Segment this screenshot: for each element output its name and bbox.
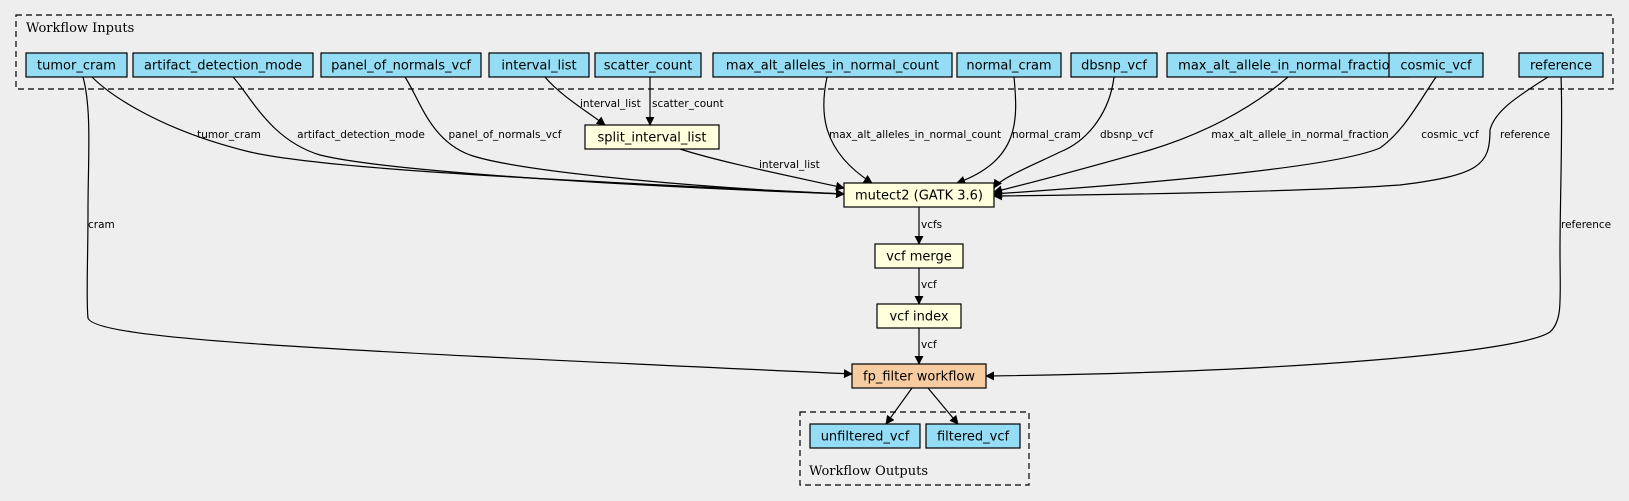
node-scatter-count: scatter_count — [594, 52, 702, 78]
node-split-interval-list: split_interval_list — [584, 124, 720, 150]
edge-max-alt-allele-in-normal-fraction-to-mutect2 — [993, 76, 1289, 195]
node-label: panel_of_normals_vcf — [331, 59, 471, 74]
node-vcf-merge: vcf merge — [874, 243, 964, 269]
node-label: split_interval_list — [597, 131, 706, 146]
node-box — [1388, 52, 1484, 78]
node-box — [874, 243, 964, 269]
node-label: cosmic_vcf — [1400, 59, 1472, 74]
node-unfiltered-vcf: unfiltered_vcf — [809, 423, 921, 449]
node-box — [594, 52, 702, 78]
node-box — [1518, 52, 1604, 78]
node-box — [956, 52, 1062, 78]
node-label: vcf index — [889, 310, 948, 325]
nodes-layer: tumor_cram artifact_detection_mode panel_o… — [25, 52, 1604, 449]
node-dbsnp-vcf: dbsnp_vcf — [1070, 52, 1158, 78]
node-box — [712, 52, 953, 78]
edge-label-reference-to-fp-filter: reference — [1561, 219, 1611, 231]
node-label: fp_filter workflow — [863, 370, 975, 385]
edge-cosmic-vcf-to-mutect2 — [993, 76, 1437, 198]
node-normal-cram: normal_cram — [956, 52, 1062, 78]
edge-dbsnp-vcf-to-mutect2 — [993, 76, 1115, 189]
node-box — [876, 303, 962, 329]
node-box — [925, 423, 1021, 449]
edge-fp-filter-to-filtered-vcf — [927, 387, 959, 425]
node-label: artifact_detection_mode — [144, 59, 302, 74]
node-box — [1166, 52, 1410, 78]
node-filtered-vcf: filtered_vcf — [925, 423, 1021, 449]
node-fp-filter: fp_filter workflow — [851, 363, 987, 389]
node-label: unfiltered_vcf — [821, 430, 910, 445]
edge-normal-cram-to-mutect2 — [956, 76, 1017, 185]
node-artifact-detection-mode: artifact_detection_mode — [132, 52, 314, 78]
node-label: mutect2 (GATK 3.6) — [855, 189, 983, 204]
node-box — [25, 52, 128, 78]
node-label: filtered_vcf — [937, 430, 1010, 445]
edge-label-tumor-cram-to-fp-filter: cram — [88, 219, 115, 231]
edge-label-scatter-count-to-split-interval-list: scatter_count — [652, 98, 724, 110]
node-box — [809, 423, 921, 449]
edge-interval-list-to-split-interval-list — [544, 76, 606, 126]
node-reference: reference — [1518, 52, 1604, 78]
cluster-inputs-label: Workflow Inputs — [26, 21, 134, 36]
edge-label-split-interval-list-to-mutect2: interval_list — [759, 159, 820, 171]
edge-label-cosmic-vcf-to-mutect2: cosmic_vcf — [1421, 129, 1479, 141]
edge-label-artifact-detection-mode-to-mutect2: artifact_detection_mode — [297, 129, 425, 141]
node-label: scatter_count — [604, 59, 693, 74]
node-box — [488, 52, 590, 78]
edge-label-panel-of-normals-vcf-to-mutect2: panel_of_normals_vcf — [449, 129, 562, 141]
edge-artifact-detection-mode-to-mutect2 — [232, 76, 845, 199]
node-interval-list: interval_list — [488, 52, 590, 78]
node-box — [843, 182, 995, 208]
edge-tumor-cram-to-fp-filter — [82, 76, 853, 379]
node-tumor-cram: tumor_cram — [25, 52, 128, 78]
edge-label-max-alt-alleles-in-normal-count-to-mutect2: max_alt_alleles_in_normal_count — [829, 129, 1001, 141]
node-cosmic-vcf: cosmic_vcf — [1388, 52, 1484, 78]
node-mutect2: mutect2 (GATK 3.6) — [843, 182, 995, 208]
edge-label-normal-cram-to-mutect2: normal_cram — [1012, 129, 1081, 141]
node-label: reference — [1530, 59, 1592, 74]
edge-label-tumor-cram-to-mutect2: tumor_cram — [197, 129, 261, 141]
cluster-workflow-outputs: Workflow Outputs — [799, 411, 1030, 486]
edge-fp-filter-to-unfiltered-vcf — [885, 387, 913, 425]
edge-panel-of-normals-vcf-to-mutect2 — [404, 76, 845, 199]
node-label: interval_list — [501, 59, 576, 74]
edge-max-alt-alleles-in-normal-count-to-mutect2 — [823, 76, 873, 184]
node-max-alt-alleles-in-normal-count: max_alt_alleles_in_normal_count — [712, 52, 953, 78]
node-vcf-index: vcf index — [876, 303, 962, 329]
cluster-outputs-border — [799, 411, 1030, 486]
node-label: dbsnp_vcf — [1081, 59, 1147, 74]
edge-reference-to-mutect2 — [993, 76, 1549, 201]
edge-label-interval-list-to-split-interval-list: interval_list — [580, 98, 641, 110]
edge-label-mutect2-to-vcf-merge: vcfs — [921, 219, 942, 231]
edge-labels-layer: tumor_cram artifact_detection_mode panel_o… — [88, 98, 1611, 351]
node-box — [584, 124, 720, 150]
node-label: normal_cram — [966, 59, 1051, 74]
node-box — [320, 52, 482, 78]
node-panel-of-normals-vcf: panel_of_normals_vcf — [320, 52, 482, 78]
cluster-workflow-inputs: Workflow Inputs — [15, 14, 1614, 90]
edge-split-interval-list-to-mutect2 — [679, 148, 845, 191]
node-label: max_alt_allele_in_normal_fraction — [1178, 59, 1398, 74]
node-label: vcf merge — [886, 250, 952, 265]
edge-tumor-cram-to-mutect2 — [91, 76, 845, 199]
node-box — [132, 52, 314, 78]
edge-reference-to-fp-filter — [985, 76, 1563, 381]
edge-label-reference-to-mutect2: reference — [1500, 129, 1550, 141]
edge-label-vcf-index-to-fp-filter: vcf — [921, 339, 937, 351]
cluster-outputs-label: Workflow Outputs — [809, 464, 928, 479]
node-box — [851, 363, 987, 389]
cluster-inputs-border — [15, 14, 1614, 90]
node-label: tumor_cram — [37, 59, 116, 74]
node-box — [1070, 52, 1158, 78]
node-max-alt-allele-in-normal-fraction: max_alt_allele_in_normal_fraction — [1166, 52, 1410, 78]
edges-layer — [82, 76, 1563, 425]
edge-label-dbsnp-vcf-to-mutect2: dbsnp_vcf — [1100, 129, 1153, 141]
edge-label-max-alt-allele-in-normal-fraction-to-mutect2: max_alt_allele_in_normal_fraction — [1211, 129, 1388, 141]
node-label: max_alt_alleles_in_normal_count — [726, 59, 939, 74]
edge-label-vcf-merge-to-vcf-index: vcf — [921, 279, 937, 291]
